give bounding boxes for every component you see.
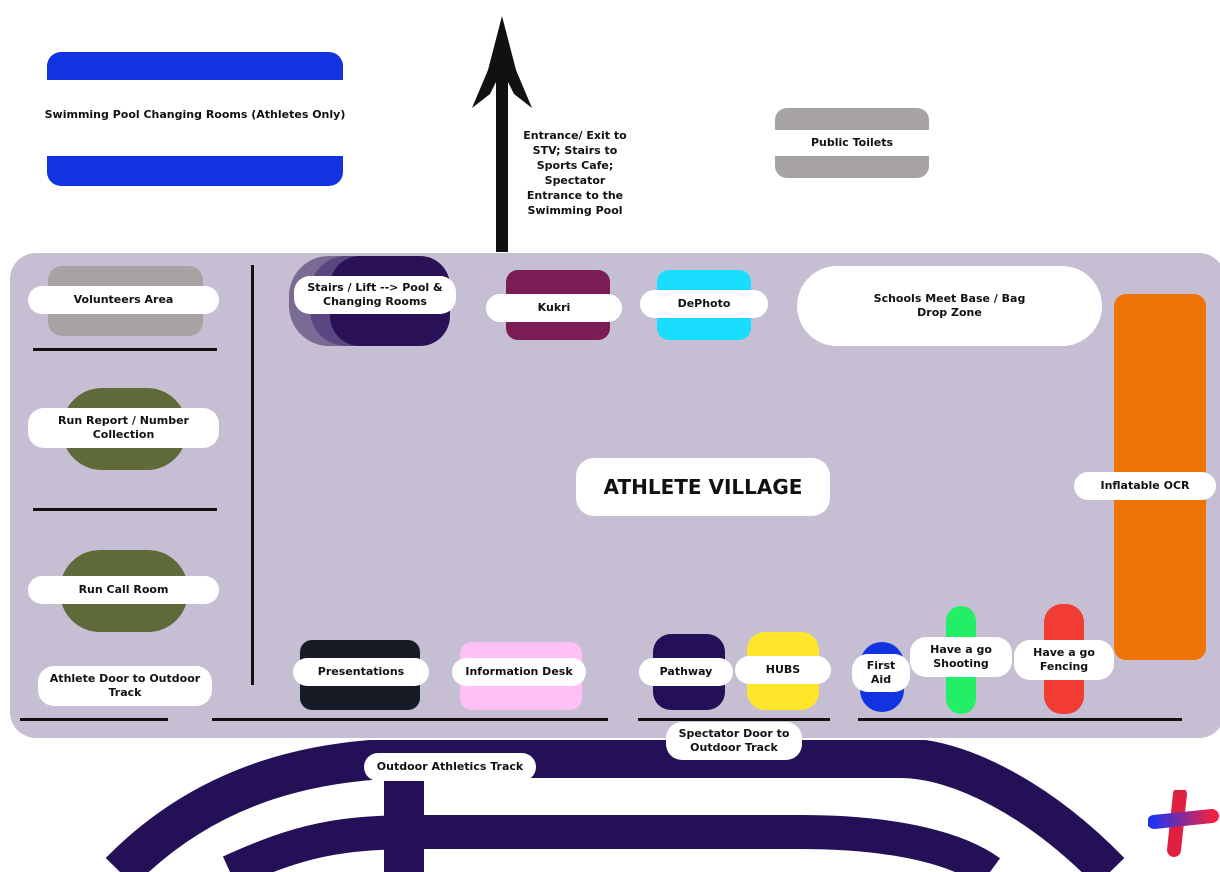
floor-line-right [858,718,1182,721]
stairs-lift-label: Stairs / Lift --> Pool & Changing Rooms [294,276,456,314]
pool-changing-label: Swimming Pool Changing Rooms (Athletes O… [44,108,346,121]
door-line-left [20,718,168,721]
dephoto-label: DePhoto [640,290,768,318]
athlete-door-label: Athlete Door to Outdoor Track [38,666,212,706]
run-call-room-label: Run Call Room [28,576,219,604]
first-aid-label: First Aid [852,654,910,692]
kukri-label: Kukri [486,294,622,322]
presentations-label: Presentations [293,658,429,686]
schools-base-label: Schools Meet Base / Bag Drop Zone [797,266,1102,346]
public-toilets-bottom [775,156,929,178]
public-toilets-label: Public Toilets [775,130,929,156]
information-desk-label: Information Desk [452,658,586,686]
hubs-label: HUBS [735,656,831,684]
entrance-exit-text: Entrance/ Exit to STV; Stairs to Sports … [523,129,627,217]
pool-changing-rooms [47,52,343,186]
divider-left-2 [33,508,217,511]
pathway-label: Pathway [639,658,733,686]
outdoor-track-label: Outdoor Athletics Track [364,753,536,781]
fencing-label: Have a go Fencing [1014,640,1114,680]
plus-logo-icon [1148,790,1219,857]
pool-changing-top-bar [47,52,343,80]
inflatable-ocr-label: Inflatable OCR [1074,472,1216,500]
divider-left-1 [33,348,217,351]
volunteers-area-label: Volunteers Area [28,286,219,314]
up-arrow-icon [472,16,532,252]
floor-line-center [212,718,608,721]
spectator-door-label: Spectator Door to Outdoor Track [666,722,802,760]
public-toilets-top [775,108,929,132]
pool-changing-bottom-bar [47,156,343,186]
shooting-label: Have a go Shooting [910,637,1012,677]
vertical-divider [251,265,254,685]
outdoor-athletics-track [105,740,1125,872]
run-report-label: Run Report / Number Collection [28,408,219,448]
floor-line-spectator [638,718,830,721]
athlete-village-title: ATHLETE VILLAGE [576,458,830,516]
